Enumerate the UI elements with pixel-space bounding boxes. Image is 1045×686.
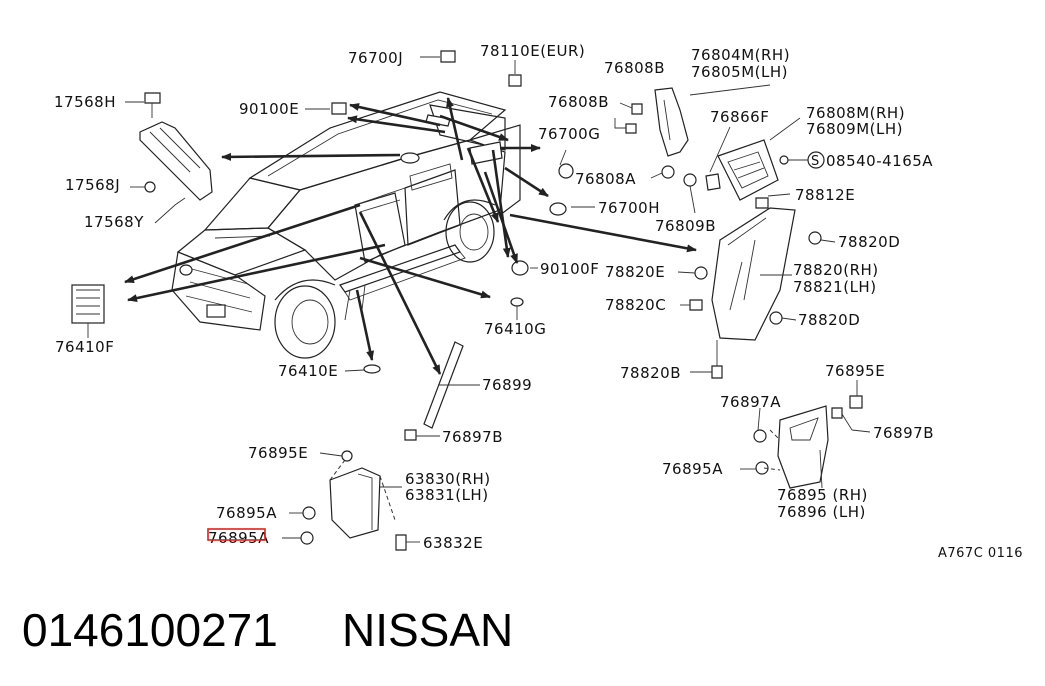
part-label: 76895A	[662, 460, 723, 478]
part-label: 76808B	[548, 93, 609, 111]
part-label: 76410G	[484, 320, 546, 338]
part-label: 63831(LH)	[405, 486, 489, 504]
part-label: 76808A	[575, 170, 636, 188]
part-label: 08540-4165A	[826, 152, 933, 170]
part-label: 78820E	[605, 263, 665, 281]
vehicle-illustration	[171, 91, 521, 359]
diagram-ref: A767C 0116	[938, 546, 1023, 561]
part-label: 76808B	[604, 59, 665, 77]
part-label: 76897A	[720, 393, 781, 411]
part-label: 76808M(RH)	[806, 104, 905, 122]
part-label: 17568J	[65, 176, 120, 194]
leader-lines	[87, 56, 871, 543]
part-label: 78820B	[620, 364, 681, 382]
part-label: 78820D	[798, 311, 860, 329]
part-label: 76897B	[873, 424, 934, 442]
brand-name: NISSAN	[342, 604, 513, 656]
part-label: 76809B	[655, 217, 716, 235]
part-label: 76899	[482, 376, 532, 394]
part-label-highlighted: 76895A	[208, 529, 269, 547]
part-label: 76700J	[348, 49, 403, 67]
svg-text:S: S	[811, 154, 820, 169]
part-label: 76897B	[442, 428, 503, 446]
part-label: 78812E	[795, 186, 855, 204]
part-label: 63832E	[423, 534, 483, 552]
part-label: 78820(RH)	[793, 261, 879, 279]
part-label: 76700H	[598, 199, 660, 217]
part-label: 90100E	[239, 100, 299, 118]
part-label: 17568H	[54, 93, 116, 111]
part-number: 0146100271	[22, 604, 278, 656]
part-label: 76866F	[710, 108, 769, 126]
part-label: 76700G	[538, 125, 600, 143]
part-label: 63830(RH)	[405, 470, 491, 488]
part-label: 78820D	[838, 233, 900, 251]
part-label: 76410F	[55, 338, 114, 356]
part-label: 76896 (LH)	[777, 503, 866, 521]
part-label: 76895E	[825, 362, 885, 380]
part-label: 76804M(RH)	[691, 46, 790, 64]
arrows	[124, 97, 697, 375]
part-label: 17568Y	[84, 213, 144, 231]
part-label: 76895 (RH)	[777, 486, 868, 504]
part-labels: 76700J 78110E(EUR) 76808B 76804M(RH) 768…	[54, 42, 934, 552]
part-label: 76895E	[248, 444, 308, 462]
part-label: 78820C	[605, 296, 666, 314]
part-label: 90100F	[540, 260, 599, 278]
part-label: 78821(LH)	[793, 278, 877, 296]
part-label: 76410E	[278, 362, 338, 380]
part-label: 76895A	[216, 504, 277, 522]
part-label: 78110E(EUR)	[480, 42, 585, 60]
part-label: 76805M(LH)	[691, 63, 788, 81]
part-label: 76809M(LH)	[806, 120, 903, 138]
highlight-box	[207, 528, 266, 541]
